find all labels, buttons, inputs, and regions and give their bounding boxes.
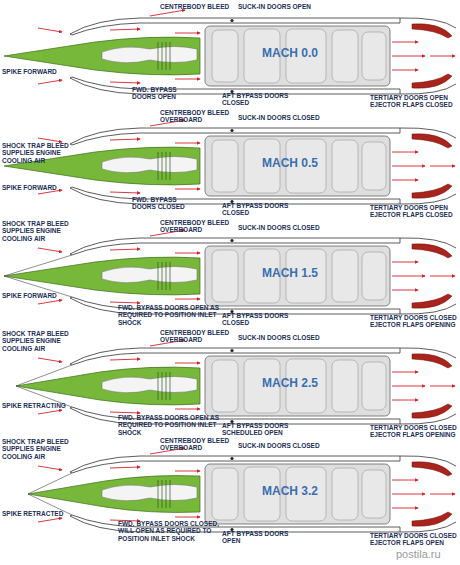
- engine-nacelle: MACH 3.2: [250, 484, 330, 498]
- annotation-label: SPIKE RETRACTING: [2, 402, 82, 409]
- mach-number: MACH 0.5: [250, 156, 330, 170]
- annotation-label: CENTREBODY BLEED: [160, 3, 250, 10]
- annotation-label: AFT BYPASS DOORS CLOSED: [222, 312, 294, 327]
- annotation-label: FWD. BYPASS DOORS CLOSED: [132, 196, 202, 211]
- annotation-label: FWD. BYPASS DOORS OPEN AS REQUIRED TO PO…: [118, 414, 220, 436]
- annotation-label: SHOCK TRAP BLEED SUPPLIES ENGINE COOLING…: [2, 220, 80, 242]
- annotation-label: AFT BYPASS DOORS CLOSED: [222, 92, 294, 107]
- annotation-label: SHOCK TRAP BLEED SUPPLIES ENGINE COOLING…: [2, 330, 80, 352]
- annotation-label: SPIKE FORWARD: [2, 292, 82, 299]
- annotation-label: SPIKE FORWARD: [2, 184, 82, 191]
- annotation-label: TERTIARY DOORS CLOSED EJECTOR FLAPS OPEN…: [370, 314, 460, 329]
- mach-number: MACH 3.2: [250, 484, 330, 498]
- annotation-label: SHOCK TRAP BLEED SUPPLIES ENGINE COOLING…: [2, 438, 80, 460]
- annotation-label: CENTREBODY BLEED OVERBOARD: [160, 109, 235, 124]
- annotation-label: AFT BYPASS DOORS OPEN: [222, 530, 294, 545]
- mach-number: MACH 2.5: [250, 376, 330, 390]
- annotation-label: SUCK-IN DOORS OPEN: [238, 3, 338, 10]
- engine-nacelle: MACH 2.5: [250, 376, 330, 390]
- annotation-label: TERTIARY DOORS OPEN EJECTOR FLAPS CLOSED: [370, 94, 460, 109]
- annotation-label: TERTIARY DOORS OPEN EJECTOR FLAPS CLOSED: [370, 204, 460, 219]
- watermark: postila.ru: [396, 548, 460, 560]
- annotation-label: AFT BYPASS DOORS SCHEDULED OPEN: [222, 422, 294, 437]
- annotation-label: CENTREBODY BLEED OVERBOARD: [160, 437, 235, 452]
- annotation-label: TERTIARY DOORS CLOSED EJECTOR FLAPS OPEN…: [370, 424, 460, 439]
- annotation-label: CENTREBODY BLEED OVERBOARD: [160, 329, 235, 344]
- annotation-label: SUCK-IN DOORS CLOSED: [238, 224, 338, 231]
- annotation-label: FWD. BYPASS DOORS OPEN AS REQUIRED TO PO…: [118, 304, 220, 326]
- engine-nacelle: MACH 0.5: [250, 156, 330, 170]
- annotation-label: TERTIARY DOORS CLOSED EJECTOR FLAPS OPEN: [370, 532, 460, 547]
- mach-number: MACH 1.5: [250, 266, 330, 280]
- annotation-label: CENTREBODY BLEED OVERBOARD: [160, 219, 235, 234]
- engine-nacelle: MACH 1.5: [250, 266, 330, 280]
- engine-nacelle: MACH 0.0: [250, 46, 330, 60]
- annotation-label: SHOCK TRAP BLEED SUPPLIES ENGINE COOLING…: [2, 142, 80, 164]
- annotation-label: SUCK-IN DOORS CLOSED: [238, 114, 338, 121]
- annotation-label: FWD. BYPASS DOORS OPEN: [132, 86, 202, 101]
- annotation-label: SUCK-IN DOORS CLOSED: [238, 334, 338, 341]
- annotation-label: SPIKE RETRACTED: [2, 510, 82, 517]
- annotation-label: AFT BYPASS DOORS CLOSED: [222, 202, 294, 217]
- annotation-label: FWD. BYPASS DOORS CLOSED, WILL OPEN AS R…: [118, 520, 220, 542]
- mach-number: MACH 0.0: [250, 46, 330, 60]
- annotation-label: SPIKE FORWARD: [2, 68, 82, 75]
- annotation-label: SUCK-IN DOORS CLOSED: [238, 442, 338, 449]
